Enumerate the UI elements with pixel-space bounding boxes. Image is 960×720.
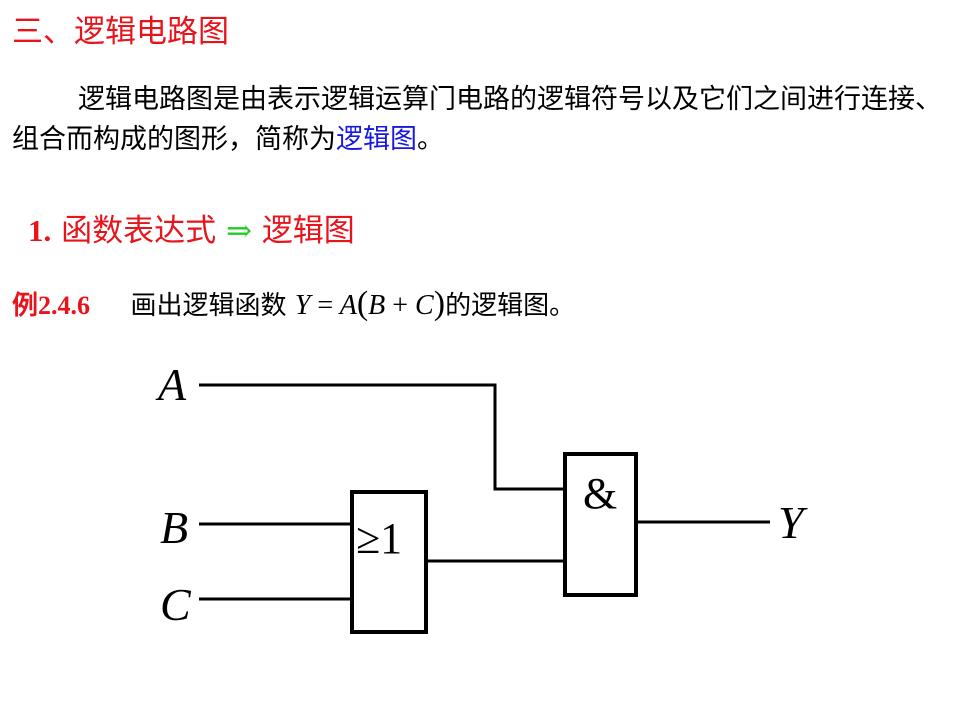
example-suffix: 的逻辑图。 <box>445 291 576 321</box>
expr-plus: + <box>392 290 409 321</box>
or-gate <box>350 490 428 634</box>
and-gate-symbol: & <box>583 469 617 518</box>
paragraph-text: 逻辑电路图是由表示逻辑运算门电路的逻辑符号以及它们之间进行连接、组合而构成的图形… <box>12 84 942 155</box>
example-expression: Y = A(B + C) <box>294 285 445 322</box>
expr-b: B <box>368 290 386 321</box>
expr-y: Y <box>294 290 311 321</box>
expr-c: C <box>415 290 434 321</box>
input-label-a: A <box>155 359 187 410</box>
output-label-y: Y <box>778 497 808 548</box>
or-gate-symbol: ≥1 <box>356 514 402 563</box>
example-prefix: 画出逻辑函数 <box>130 291 287 321</box>
example-line: 例2.4.6 画出逻辑函数 Y = A(B + C)的逻辑图。 <box>12 282 575 328</box>
expr-lparen: ( <box>356 285 369 322</box>
paragraph-end: 。 <box>417 124 444 155</box>
wire-a <box>199 383 565 491</box>
subsection-left: 函数表达式 <box>61 213 217 249</box>
subsection-number: 1. <box>28 213 52 248</box>
subsection-heading: 1. 函数表达式 ⇒ 逻辑图 <box>28 208 355 254</box>
and-gate <box>563 452 638 597</box>
example-label: 例2.4.6 <box>12 291 91 320</box>
input-label-b: B <box>160 502 188 553</box>
definition-paragraph: 逻辑电路图是由表示逻辑运算门电路的逻辑符号以及它们之间进行连接、组合而构成的图形… <box>12 80 952 160</box>
expr-equals: = <box>317 290 334 321</box>
subsection-right: 逻辑图 <box>261 213 355 249</box>
expr-a: A <box>339 290 357 321</box>
input-label-c: C <box>160 579 192 630</box>
expr-rparen: ) <box>433 285 446 322</box>
paragraph-term: 逻辑图 <box>336 124 417 155</box>
implies-arrow-icon: ⇒ <box>225 213 252 249</box>
section-heading: 三、逻辑电路图 <box>12 14 229 50</box>
